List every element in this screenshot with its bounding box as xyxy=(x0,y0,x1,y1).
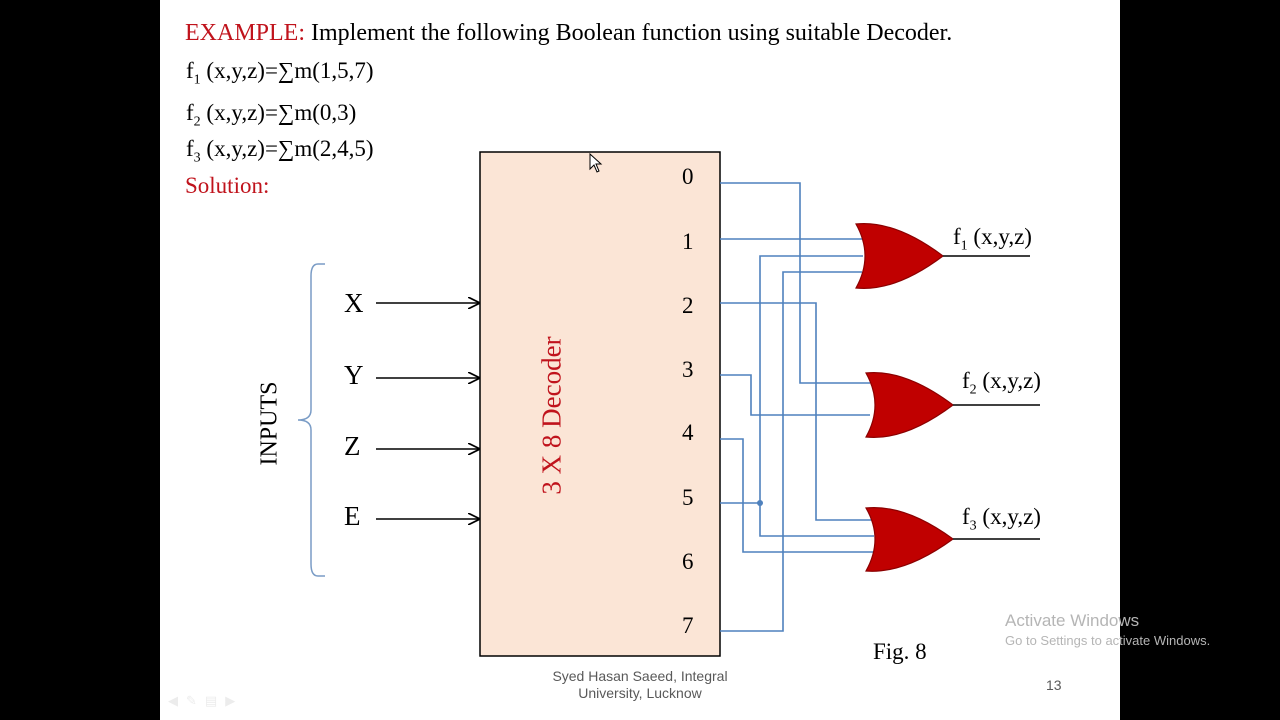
activate-windows-watermark: Activate Windows Go to Settings to activ… xyxy=(1005,611,1210,648)
slideshow-nav[interactable]: ◀✎▤▶ xyxy=(168,694,243,709)
decoder-label: 3 X 8 Decoder xyxy=(536,336,567,495)
decoder-output-1: 1 xyxy=(682,229,694,254)
slide-title: EXAMPLE: Implement the following Boolean… xyxy=(185,20,952,47)
wire-5-to-f1 xyxy=(720,255,863,504)
menu-icon[interactable]: ▤ xyxy=(204,694,226,709)
input-z: Z xyxy=(344,431,361,461)
input-x: X xyxy=(344,288,364,318)
mouse-cursor-icon xyxy=(589,153,603,173)
next-slide-icon[interactable]: ▶ xyxy=(225,694,244,709)
wire-2-to-f3 xyxy=(720,302,873,521)
input-e: E xyxy=(344,501,361,531)
inputs-label: INPUTS xyxy=(256,381,283,466)
wire-3-to-f2 xyxy=(720,374,870,416)
wire-0-to-f2 xyxy=(720,182,870,384)
page-number: 13 xyxy=(1046,677,1062,693)
input-y: Y xyxy=(344,360,364,390)
decoder-output-3: 3 xyxy=(682,357,694,382)
wire-junction-5 xyxy=(757,500,763,506)
function-f1: f1 (x,y,z)=∑m(1,5,7) xyxy=(186,58,374,88)
decoder-output-4: 4 xyxy=(682,420,694,445)
solution-label: Solution: xyxy=(185,173,270,198)
wire-4-to-f3 xyxy=(720,438,873,553)
slide-footer: Syed Hasan Saeed, Integral University, L… xyxy=(552,668,728,701)
decoder-output-6: 6 xyxy=(682,549,694,574)
pen-icon[interactable]: ✎ xyxy=(186,694,205,709)
or-gate-f2 xyxy=(865,372,955,438)
decoder-block xyxy=(479,151,721,657)
title-prefix: EXAMPLE: xyxy=(185,20,305,46)
decoder-output-5: 5 xyxy=(682,485,694,510)
or-gate-f1 xyxy=(855,223,945,289)
decoder-output-7: 7 xyxy=(682,613,694,638)
inputs-brace xyxy=(297,263,325,577)
wires xyxy=(720,182,874,632)
figure-caption: Fig. 8 xyxy=(873,639,927,664)
wire-7-to-f1 xyxy=(720,271,862,632)
decoder-output-0: 0 xyxy=(682,164,694,189)
wire-5-to-f3 xyxy=(759,503,874,537)
decoder-output-2: 2 xyxy=(682,293,694,318)
prev-slide-icon[interactable]: ◀ xyxy=(168,694,186,709)
or-gate-f3 xyxy=(865,506,955,572)
function-f2: f2 (x,y,z)=∑m(0,3) xyxy=(186,100,357,130)
title-text: Implement the following Boolean function… xyxy=(311,20,953,46)
function-f3: f3 (x,y,z)=∑m(2,4,5) xyxy=(186,136,374,166)
activate-title: Activate Windows xyxy=(1005,611,1140,630)
gate-label-f2: f2 (x,y,z) xyxy=(962,368,1041,398)
activate-subtitle: Go to Settings to activate Windows. xyxy=(1005,633,1211,648)
gate-label-f3: f3 (x,y,z) xyxy=(962,504,1041,534)
gate-label-f1: f1 (x,y,z) xyxy=(953,224,1032,254)
